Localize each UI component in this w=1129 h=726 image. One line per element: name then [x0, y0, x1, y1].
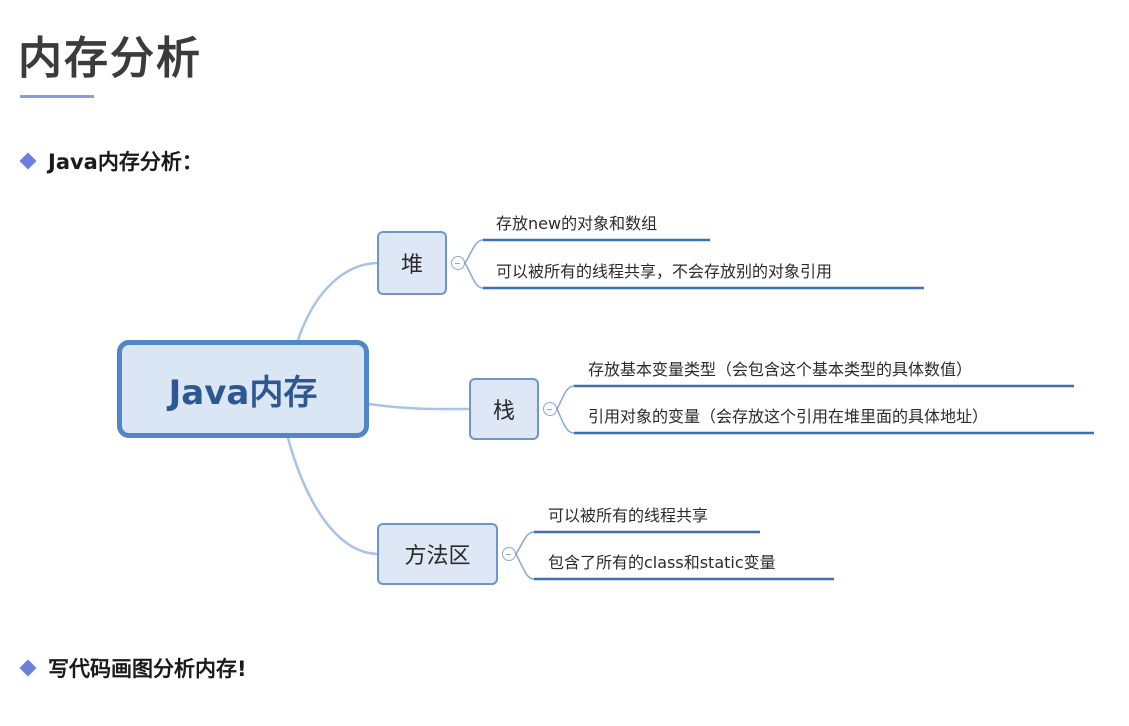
leaf-method-1[interactable]: 可以被所有的线程共享 [548, 506, 709, 525]
connector-root-heap [296, 261, 378, 341]
collapse-toggle-icon[interactable] [543, 402, 557, 416]
branch-node-method-area[interactable]: 方法区 [377, 523, 498, 585]
bullet-java-memory: Java内存分析： [18, 146, 203, 176]
branch-node-heap[interactable]: 堆 [377, 231, 447, 295]
leaf-heap-1[interactable]: 存放new的对象和数组 [496, 214, 658, 233]
bullet-text: 写代码画图分析内存! [48, 657, 247, 681]
branch-node-stack[interactable]: 栈 [469, 378, 539, 440]
connector-root-stack [368, 402, 470, 411]
leaf-heap-2[interactable]: 可以被所有的线程共享，不会存放别的对象引用 [496, 262, 833, 281]
diamond-bullet-icon [19, 659, 37, 677]
leaf-stack-1[interactable]: 存放基本变量类型（会包含这个基本类型的具体数值） [588, 360, 973, 379]
connector-stack-leaf-1 [556, 385, 575, 410]
connector-heap-leaf-2 [464, 262, 484, 289]
connector-heap-leaf-1 [464, 239, 484, 264]
leaf-method-2[interactable]: 包含了所有的class和static变量 [548, 553, 776, 572]
leaf-stack-2[interactable]: 引用对象的变量（会存放这个引用在堆里面的具体地址） [588, 407, 989, 426]
connector-method-leaf-2 [515, 553, 535, 580]
bullet-draw-diagram: 写代码画图分析内存! [18, 653, 247, 683]
page-title: 内存分析 [18, 33, 202, 84]
collapse-toggle-icon[interactable] [451, 256, 465, 270]
connector-root-method [286, 437, 378, 556]
collapse-toggle-icon[interactable] [502, 547, 516, 561]
connector-method-leaf-1 [515, 531, 535, 555]
connector-stack-leaf-2 [556, 408, 575, 434]
bullet-text: Java内存分析： [48, 150, 203, 174]
title-underline [20, 95, 94, 98]
mindmap-root-node[interactable]: Java内存 [117, 340, 369, 438]
